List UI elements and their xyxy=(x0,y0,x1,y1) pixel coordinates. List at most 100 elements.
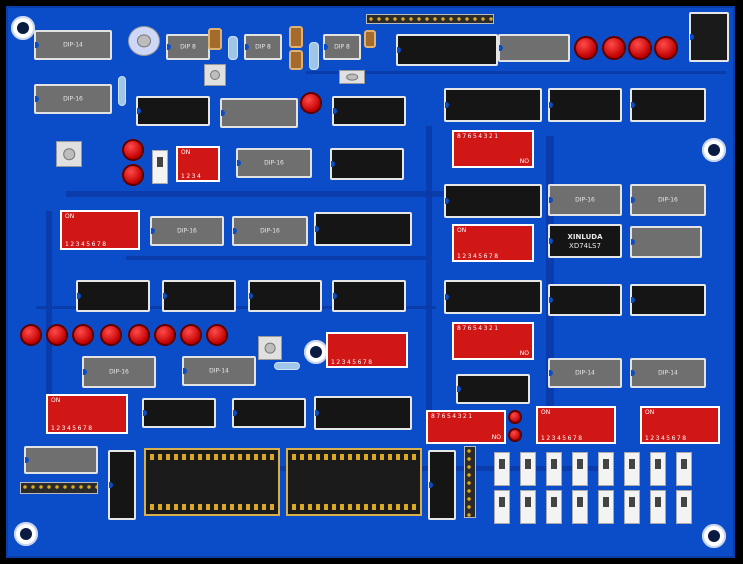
slide-switch-icon[interactable] xyxy=(676,490,692,524)
chip-dip14 xyxy=(548,88,622,122)
mounting-hole-icon xyxy=(14,522,38,546)
slide-switch-icon[interactable] xyxy=(572,452,588,486)
slide-switch-icon[interactable] xyxy=(624,452,640,486)
led-icon xyxy=(180,324,202,346)
trace xyxy=(306,71,726,74)
chip-dip8: DIP 8 xyxy=(166,34,210,60)
capacitor xyxy=(364,30,376,48)
chip-dip14 xyxy=(232,398,306,428)
led-icon xyxy=(20,324,42,346)
led-icon xyxy=(508,410,522,424)
pin-header[interactable] xyxy=(20,482,98,494)
chip-dip14: DIP-14 xyxy=(548,358,622,388)
slide-switch-icon[interactable] xyxy=(494,452,510,486)
dip-switch-8[interactable]: ON 12345678 xyxy=(60,210,140,250)
chip-dip14 xyxy=(248,280,322,312)
resistor xyxy=(228,36,238,60)
led-icon xyxy=(128,324,150,346)
trace xyxy=(36,306,436,309)
slide-switch-icon[interactable] xyxy=(494,490,510,524)
reset-button[interactable] xyxy=(56,141,82,167)
slide-switch-icon[interactable] xyxy=(546,490,562,524)
push-button[interactable] xyxy=(258,336,282,360)
slide-switch-icon[interactable] xyxy=(598,490,614,524)
led-icon xyxy=(602,36,626,60)
chip-dip16: DIP-16 xyxy=(34,84,112,114)
resistor xyxy=(118,76,126,106)
trace xyxy=(426,126,432,426)
led-icon xyxy=(654,36,678,60)
push-button[interactable] xyxy=(204,64,226,86)
chip-dip20 xyxy=(444,280,542,314)
pin-header[interactable] xyxy=(366,14,494,24)
pin-header[interactable] xyxy=(464,446,476,518)
trace xyxy=(66,191,446,197)
slide-switch-icon[interactable] xyxy=(546,452,562,486)
zif-socket-icon[interactable] xyxy=(144,448,280,516)
chip-dip14 xyxy=(332,280,406,312)
chip-dip14 xyxy=(76,280,150,312)
dip-switch-8[interactable]: ON 12345678 xyxy=(640,406,720,444)
slide-switch-icon[interactable] xyxy=(598,452,614,486)
chip-dip14 xyxy=(162,280,236,312)
dip-switch-8[interactable]: 87654321 NO xyxy=(452,322,534,360)
chip-dip14: DIP-14 xyxy=(182,356,256,386)
zif-socket-icon[interactable] xyxy=(286,448,422,516)
resistor xyxy=(309,42,319,70)
chip-dip14 xyxy=(24,446,98,474)
chip-dip16 xyxy=(220,98,298,128)
buzzer[interactable] xyxy=(128,26,160,56)
chip-dip16: DIP-16 xyxy=(548,184,622,216)
dip-switch-8[interactable]: ON 12345678 xyxy=(452,224,534,262)
chip-dip14-vertical xyxy=(108,450,136,520)
led-icon xyxy=(72,324,94,346)
resistor xyxy=(274,362,300,370)
mounting-hole-icon xyxy=(702,524,726,548)
capacitor xyxy=(289,26,303,48)
chip-dip14 xyxy=(630,284,706,316)
dip-switch-4[interactable]: ON 1234 xyxy=(176,146,220,182)
mounting-hole-icon xyxy=(304,340,328,364)
dip-switch-8[interactable]: ON 12345678 xyxy=(46,394,128,434)
dip-switch-8[interactable]: 87654321 NO xyxy=(452,130,534,168)
dip-switch-8[interactable]: 12345678 xyxy=(326,332,408,368)
slide-switch-icon[interactable] xyxy=(650,452,666,486)
slide-switch-icon[interactable] xyxy=(650,490,666,524)
dip-switch-8[interactable]: 87654321 NO xyxy=(426,410,506,444)
led-icon xyxy=(300,92,322,114)
chip-dip24 xyxy=(396,34,498,66)
slide-switch-icon[interactable] xyxy=(152,150,168,184)
chip-dip14: DIP-14 xyxy=(630,358,706,388)
chip-dip14: DIP-14 xyxy=(34,30,112,60)
chip-dip14-vertical xyxy=(428,450,456,520)
slide-switch[interactable] xyxy=(339,70,365,84)
mounting-hole-icon xyxy=(11,16,35,40)
chip-dip16: DIP-16 xyxy=(232,216,308,246)
slide-switch-icon[interactable] xyxy=(520,490,536,524)
chip-dip20 xyxy=(444,184,542,218)
chip-dip20 xyxy=(314,212,412,246)
slide-switch-icon[interactable] xyxy=(676,452,692,486)
chip-dip8: DIP 8 xyxy=(323,34,361,60)
led-icon xyxy=(206,324,228,346)
chip-brand: XINLUDA XD74LS7 xyxy=(548,224,622,258)
slide-switch-icon[interactable] xyxy=(624,490,640,524)
chip-dip16: DIP-16 xyxy=(82,356,156,388)
chip-dip14 xyxy=(332,96,406,126)
power-jack[interactable] xyxy=(689,12,729,62)
capacitor xyxy=(289,50,303,70)
trace xyxy=(46,211,52,411)
circuit-board: DIP-14 DIP 8 DIP 8 DIP 8 DIP-16 xyxy=(6,6,735,558)
chip-dip14 xyxy=(136,96,210,126)
chip-dip16: DIP-16 xyxy=(150,216,224,246)
led-icon xyxy=(628,36,652,60)
led-icon xyxy=(508,428,522,442)
trace xyxy=(126,256,426,260)
mounting-hole-icon xyxy=(702,138,726,162)
slide-switch-icon[interactable] xyxy=(520,452,536,486)
led-icon xyxy=(574,36,598,60)
dip-switch-8[interactable]: ON 12345678 xyxy=(536,406,616,444)
led-icon xyxy=(46,324,68,346)
slide-switch-icon[interactable] xyxy=(572,490,588,524)
